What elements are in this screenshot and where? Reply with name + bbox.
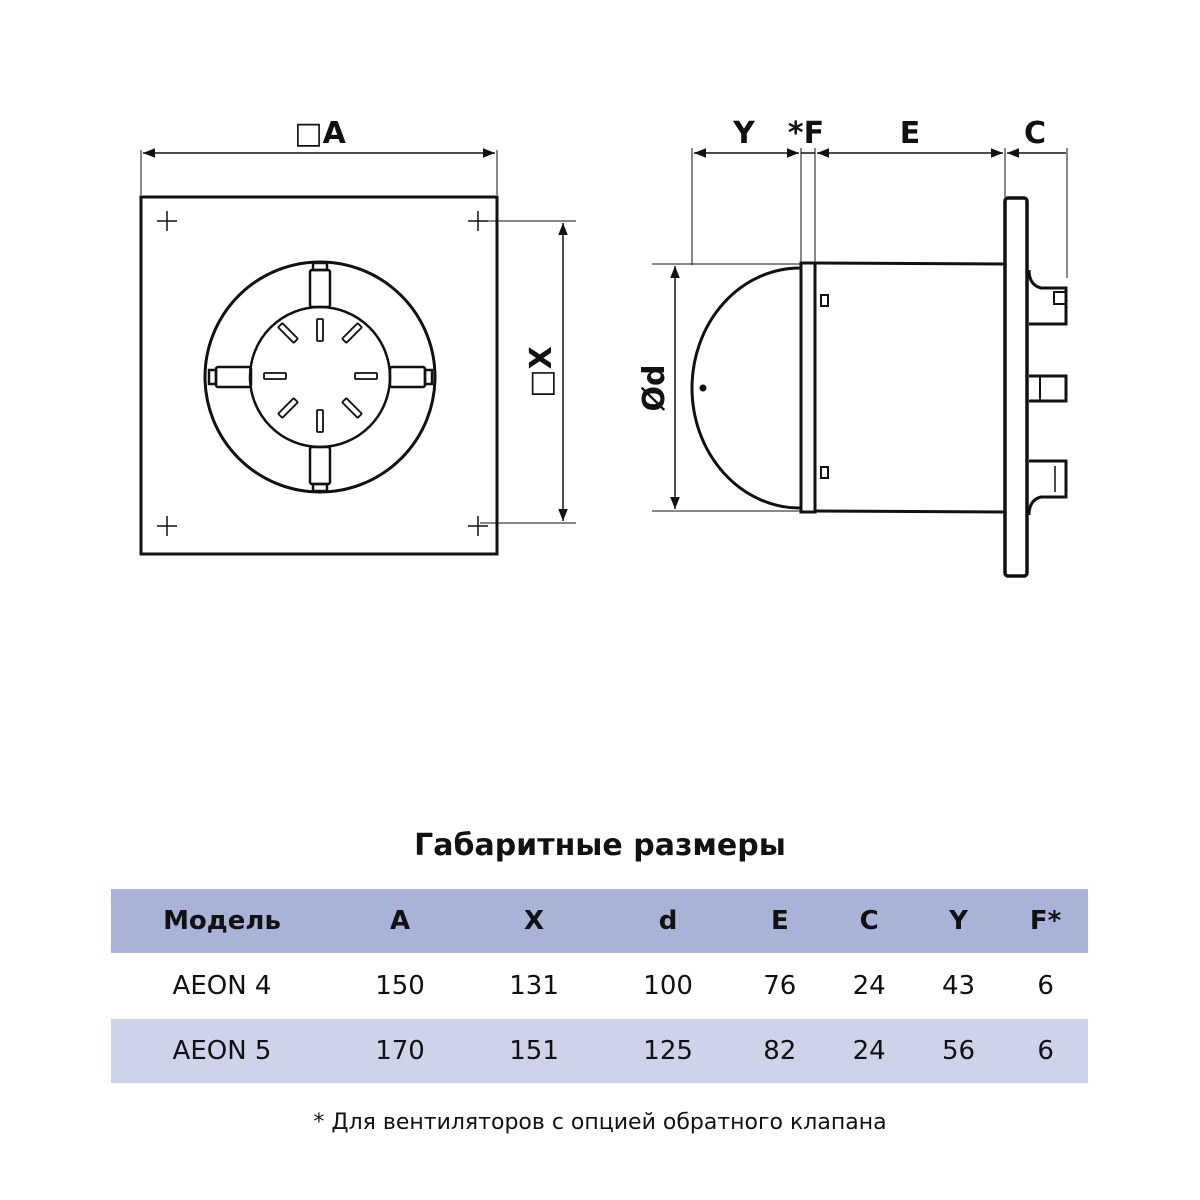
cell: 151 xyxy=(467,1019,602,1083)
cell: 24 xyxy=(824,953,914,1019)
label-a: □A xyxy=(294,116,346,151)
header-e: E xyxy=(735,889,825,953)
rear-tabs xyxy=(1027,269,1068,516)
label-e: E xyxy=(900,116,921,151)
footnote: * Для вентиляторов с опцией обратного кл… xyxy=(313,1110,887,1135)
cell: 43 xyxy=(913,953,1004,1019)
header-x: X xyxy=(467,889,602,953)
header-f: F* xyxy=(1003,889,1088,953)
cell: 170 xyxy=(333,1019,468,1083)
header-c: C xyxy=(824,889,914,953)
cell: 82 xyxy=(735,1019,825,1083)
header-a: A xyxy=(333,889,468,953)
cell: 100 xyxy=(601,953,736,1019)
inner-disc xyxy=(248,305,392,449)
cell: 125 xyxy=(601,1019,736,1083)
dome xyxy=(690,266,801,510)
cell: 131 xyxy=(467,953,602,1019)
front-panel xyxy=(139,195,499,556)
dimensions-table: Модель A X d E C Y F* AEON 4 150 131 100… xyxy=(111,889,1088,1083)
cell: 76 xyxy=(735,953,825,1019)
flange xyxy=(1003,196,1029,578)
side-view xyxy=(652,148,1068,578)
technical-drawing: □A □X xyxy=(139,116,1068,578)
cell: 56 xyxy=(913,1019,1004,1083)
body xyxy=(814,261,1006,514)
cell: AEON 5 xyxy=(111,1019,333,1083)
label-d: Ød xyxy=(637,365,672,412)
label-c: C xyxy=(1024,116,1046,151)
cell: 150 xyxy=(333,953,468,1019)
header-d: d xyxy=(601,889,736,953)
table-header-row: Модель A X d E C Y F* xyxy=(111,889,1088,953)
label-f: *F xyxy=(788,116,824,151)
cell: 6 xyxy=(1003,953,1088,1019)
cell: AEON 4 xyxy=(111,953,333,1019)
table-title: Габаритные размеры xyxy=(414,828,786,863)
header-y: Y xyxy=(913,889,1004,953)
label-y: Y xyxy=(732,116,756,151)
table-row: AEON 4 150 131 100 76 24 43 6 xyxy=(111,953,1088,1019)
mounting-crosses xyxy=(157,211,488,536)
table-row: AEON 5 170 151 125 82 24 56 6 xyxy=(111,1019,1088,1083)
cell: 24 xyxy=(824,1019,914,1083)
vent-slots xyxy=(263,318,378,433)
front-ring xyxy=(799,261,817,514)
cell: 6 xyxy=(1003,1019,1088,1083)
front-view xyxy=(139,148,576,556)
label-x: □X xyxy=(524,346,559,397)
header-model: Модель xyxy=(111,889,333,953)
outer-ring xyxy=(203,260,437,494)
spokes xyxy=(207,261,434,493)
